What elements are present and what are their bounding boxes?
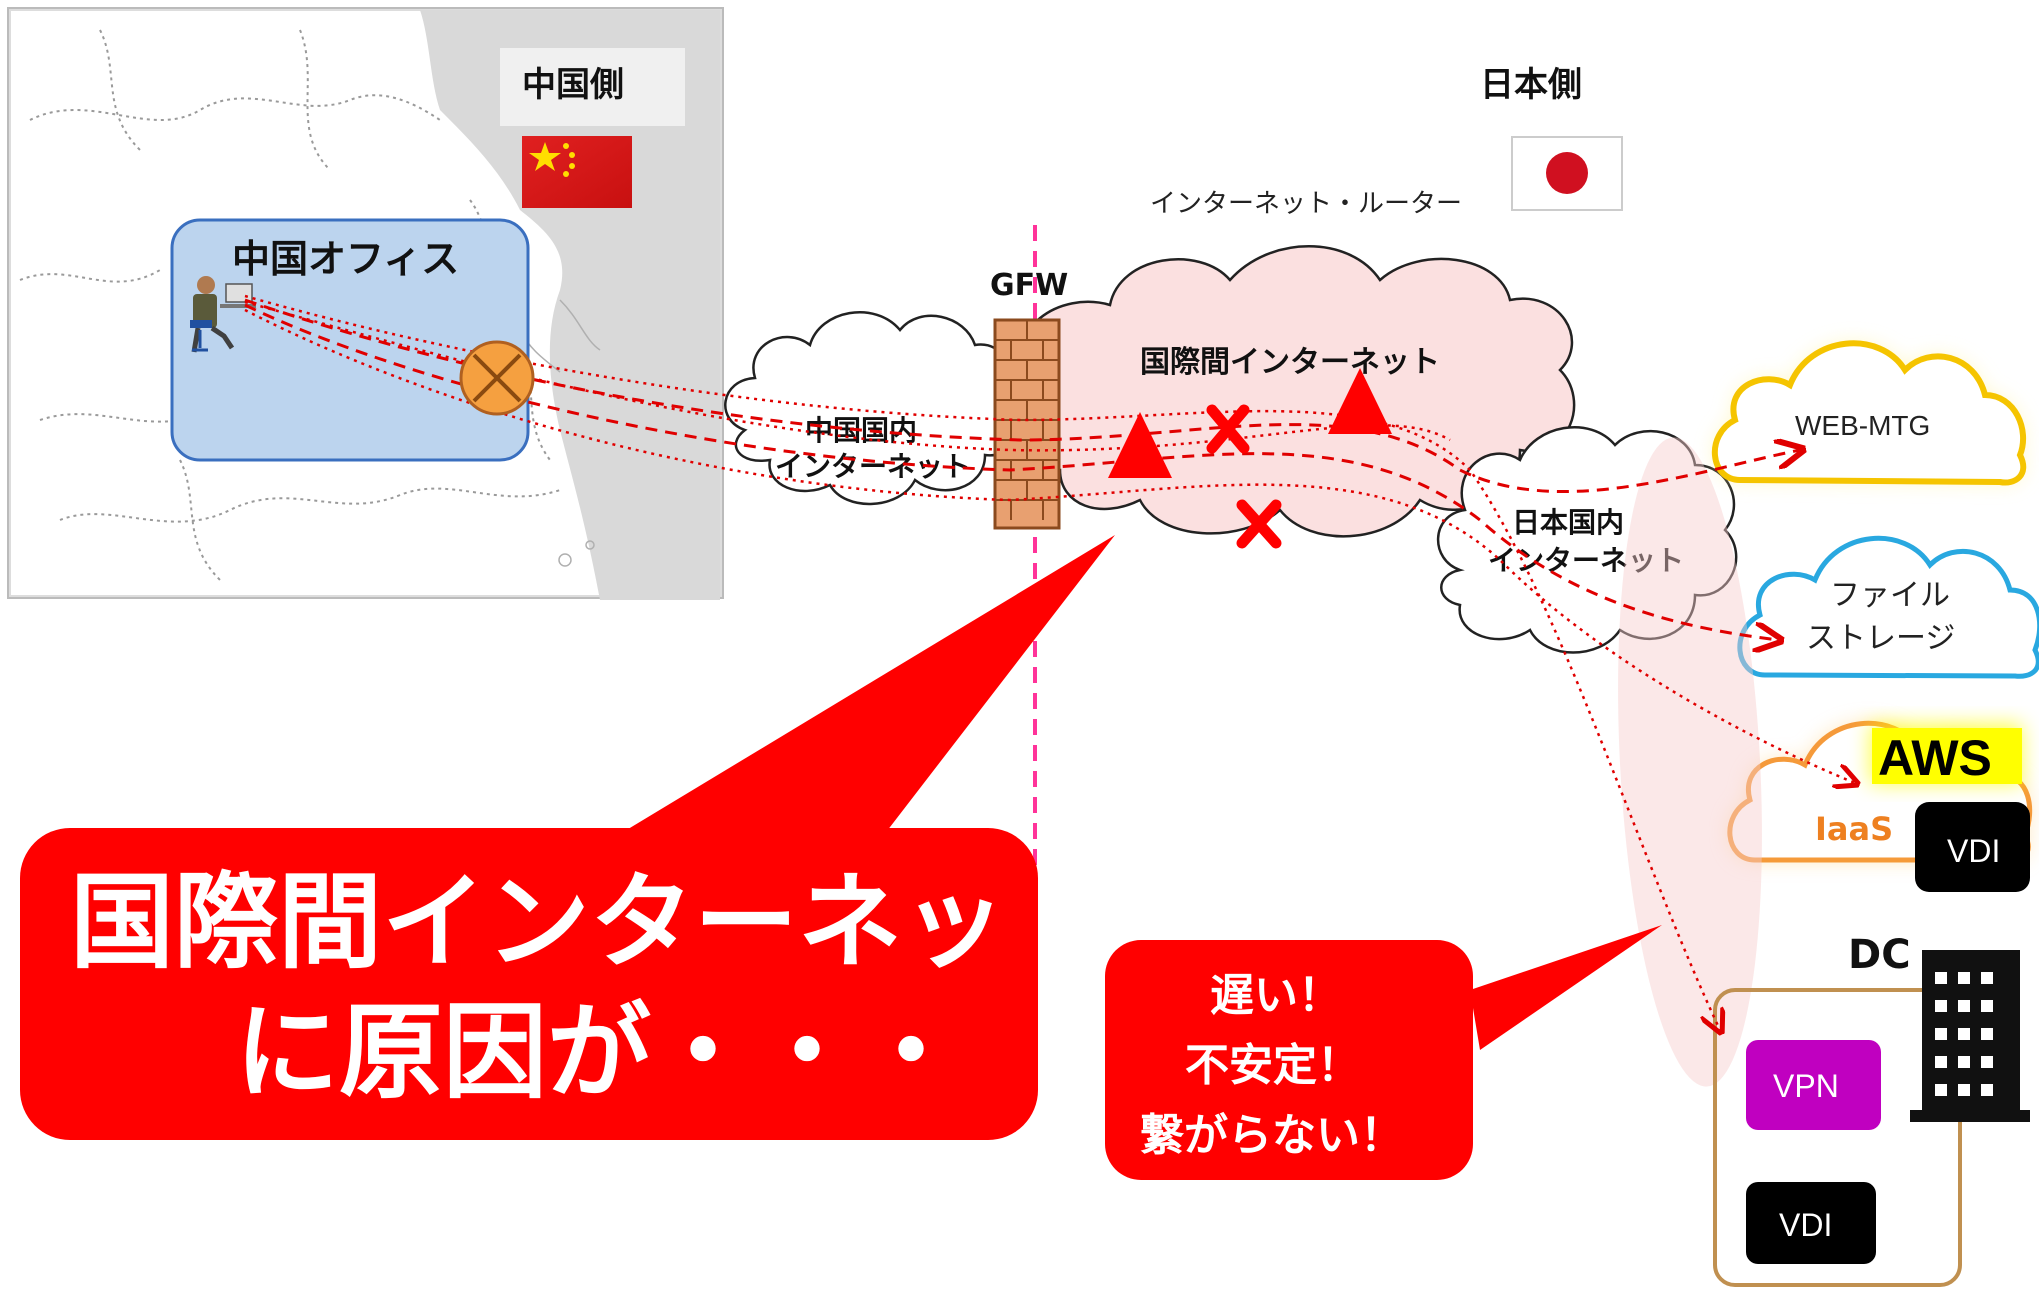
building-icon (1910, 950, 2030, 1122)
svg-text:インターネット: インターネット (775, 450, 971, 483)
svg-text:日本国内: 日本国内 (1512, 506, 1624, 539)
gfw-firewall-icon: GFW (990, 268, 1068, 530)
dc-box: DC (1713, 932, 1962, 1287)
china-domestic-internet-cloud: 中国国内 インターネット (724, 311, 1019, 506)
highlight-ellipse (1618, 437, 1762, 1087)
vdi-dc-box: VDI (1746, 1182, 1876, 1264)
office-worker-icon (190, 276, 256, 353)
china-side-label: 中国側 (500, 48, 685, 126)
china-office-box: 中国オフィス (170, 218, 530, 462)
svg-text:に原因が・・・: に原因が・・・ (235, 991, 963, 1113)
main-callout: 国際間インターネット に原因が・・・ (20, 535, 1115, 1140)
svg-text:中国側: 中国側 (522, 65, 624, 105)
svg-text:IaaS: IaaS (1815, 810, 1893, 848)
svg-text:インターネット: インターネット (1488, 544, 1684, 577)
svg-text:AWS: AWS (1878, 730, 1992, 786)
vpn-box: VPN (1746, 1040, 1881, 1130)
office-router-icon (459, 340, 535, 416)
vdi-cloud-box: VDI (1915, 802, 2030, 892)
svg-text:GFW: GFW (990, 268, 1068, 303)
svg-text:DC: DC (1848, 932, 1911, 978)
svg-text:国際間インターネット: 国際間インターネット (70, 861, 1110, 983)
china-flag-icon (522, 136, 632, 208)
congestion-triangle-icon (1328, 368, 1392, 434)
aws-label: AWS (1870, 724, 2022, 786)
small-callout: 遅い！ 不安定！ 繋がらない！ (1105, 925, 1662, 1180)
svg-text:VPN: VPN (1773, 1068, 1839, 1104)
svg-text:VDI: VDI (1779, 1207, 1832, 1243)
file-storage-cloud: ファイル ストレージ (1737, 535, 2039, 679)
internet-router-label: インターネット・ルーター (1150, 188, 1462, 218)
svg-text:ストレージ: ストレージ (1806, 622, 1955, 655)
japan-flag-icon (1511, 136, 1623, 211)
japan-side-label: 日本側 (1480, 65, 1582, 105)
failure-x-icon (1236, 499, 1282, 549)
svg-text:不安定！: 不安定！ (1185, 1040, 1361, 1091)
svg-text:遅い！: 遅い！ (1210, 970, 1342, 1021)
svg-text:繋がらない！: 繋がらない！ (1140, 1110, 1404, 1161)
svg-text:WEB-MTG: WEB-MTG (1795, 410, 1930, 441)
failure-x-icon (1206, 404, 1250, 454)
svg-text:国際間インターネット: 国際間インターネット (1140, 345, 1440, 380)
congestion-triangle-icon (1108, 412, 1172, 478)
japan-domestic-internet-cloud: 日本国内 インターネット (1436, 426, 1738, 654)
web-mtg-cloud: WEB-MTG (1711, 340, 2027, 486)
svg-text:VDI: VDI (1947, 833, 2000, 869)
svg-text:中国オフィス: 中国オフィス (232, 237, 459, 281)
svg-text:ファイル: ファイル (1830, 579, 1950, 612)
